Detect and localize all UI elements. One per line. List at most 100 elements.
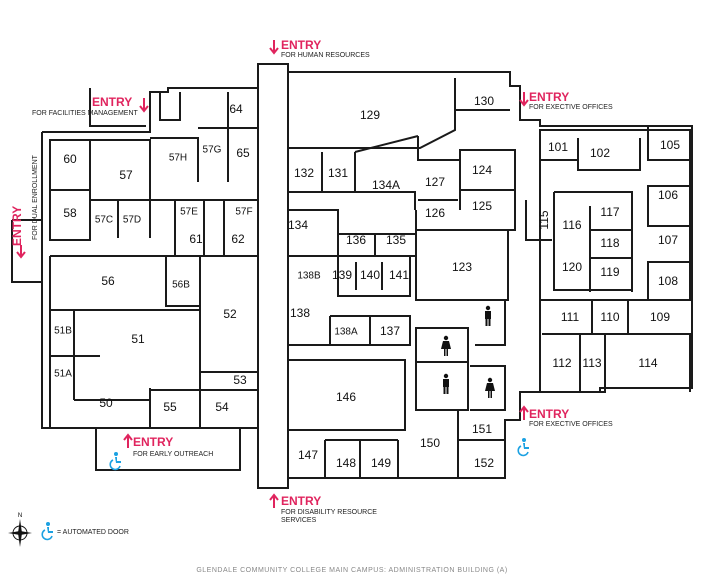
entry-description: FOR EXECTIVE OFFICES [529,421,613,428]
room-109: 109 [650,310,670,324]
room-123: 123 [452,260,472,274]
room-101: 101 [548,140,568,154]
room-136: 136 [346,233,366,247]
entry-arrow-icon [139,98,149,113]
room-61: 61 [189,232,203,246]
room-57: 57 [119,168,133,182]
entry-dual-enrollment: ENTRY FOR DUAL ENROLLMENT [10,154,39,259]
room-150: 150 [420,436,440,450]
room-53: 53 [233,373,247,387]
room-51a: 51A [54,369,72,380]
room-140: 140 [360,268,380,282]
room-130: 130 [474,94,494,108]
room-108: 108 [658,274,678,288]
room-124: 124 [472,163,492,177]
room-152: 152 [474,456,494,470]
room-132: 132 [294,166,314,180]
room-138: 138 [290,306,310,320]
entry-label: ENTRY [133,435,173,449]
entry-label: ENTRY [10,206,24,246]
legend-label: = AUTOMATED DOOR [57,529,129,536]
room-151: 151 [472,422,492,436]
room-50: 50 [99,396,113,410]
room-125: 125 [472,199,492,213]
room-62: 62 [231,232,245,246]
room-56b: 56B [172,280,190,291]
room-112: 112 [552,356,571,370]
room-138a: 138A [334,327,358,338]
entry-arrow-icon [16,245,26,259]
room-105: 105 [660,138,680,152]
room-117: 117 [600,205,619,219]
entry-disability-resource-services: ENTRY FOR DISABILITY RESOURCE SERVICES [269,493,377,524]
accessible-door-markers [109,438,529,471]
entry-description: FOR EXECTIVE OFFICES [529,104,613,111]
entry-description: FOR HUMAN RESOURCES [281,52,370,59]
room-102: 102 [590,146,610,160]
room-141: 141 [389,268,409,282]
room-65: 65 [236,146,250,160]
room-57e: 57E [180,207,198,218]
men-restroom-icon [485,305,491,326]
room-64: 64 [229,102,243,116]
entry-arrow-icon [519,405,529,420]
room-129: 129 [360,108,380,122]
room-137: 137 [380,324,400,338]
legend: = AUTOMATED DOOR [41,522,129,541]
entry-label: ENTRY [529,90,569,104]
entry-arrow-icon [519,92,529,107]
room-57h: 57H [169,153,187,164]
room-110: 110 [600,310,619,324]
men-restroom-icon [443,373,449,394]
accessible-door-icon [109,452,121,471]
room-107: 107 [658,233,678,247]
floor-plan-walls [11,63,693,489]
room-119: 119 [600,265,619,279]
room-126: 126 [425,206,445,220]
entry-label: ENTRY [92,95,132,109]
entry-description: FOR DISABILITY RESOURCE [281,509,377,516]
room-60: 60 [63,152,77,166]
svg-text:N: N [18,513,22,519]
entry-label: ENTRY [529,407,569,421]
room-54: 54 [215,400,229,414]
room-146: 146 [336,390,356,404]
entry-facilities-management: ENTRY FOR FACILITIES MANAGEMENT [32,95,149,117]
entry-description-line2: SERVICES [281,517,317,524]
room-57g: 57G [203,145,222,156]
room-138b: 138B [297,271,321,282]
room-56: 56 [101,274,115,288]
room-127: 127 [425,175,445,189]
room-147: 147 [298,448,318,462]
room-135: 135 [386,233,406,247]
entry-description: FOR FACILITIES MANAGEMENT [32,110,139,117]
accessible-door-icon [517,438,529,457]
room-58: 58 [63,206,77,220]
entry-human-resources: ENTRY FOR HUMAN RESOURCES [269,38,370,59]
room-57f: 57F [235,207,252,218]
entry-executive-offices-bottom: ENTRY FOR EXECTIVE OFFICES [519,405,613,428]
room-118: 118 [600,236,619,250]
room-111: 111 [561,310,580,324]
room-51b: 51B [54,326,72,337]
room-114: 114 [638,356,657,370]
women-restroom-icon [441,335,451,356]
room-57c: 57C [95,215,113,226]
entry-arrow-icon [269,493,279,508]
entry-markers: ENTRY FOR HUMAN RESOURCES ENTRY FOR FACI… [10,38,613,524]
room-134a: 134A [372,178,400,192]
room-115: 115 [537,210,551,229]
accessible-door-icon [41,522,53,541]
room-131: 131 [328,166,348,180]
room-116: 116 [562,218,581,232]
women-restroom-icon [485,377,495,398]
entry-arrow-icon [123,433,133,448]
restroom-icons [441,305,495,398]
room-149: 149 [371,456,391,470]
room-57d: 57D [123,215,141,226]
entry-label: ENTRY [281,38,321,52]
room-148: 148 [336,456,356,470]
room-106: 106 [658,188,678,202]
map-title: GLENDALE COMMUNITY COLLEGE MAIN CAMPUS: … [196,567,507,574]
compass-icon: N [8,513,32,547]
